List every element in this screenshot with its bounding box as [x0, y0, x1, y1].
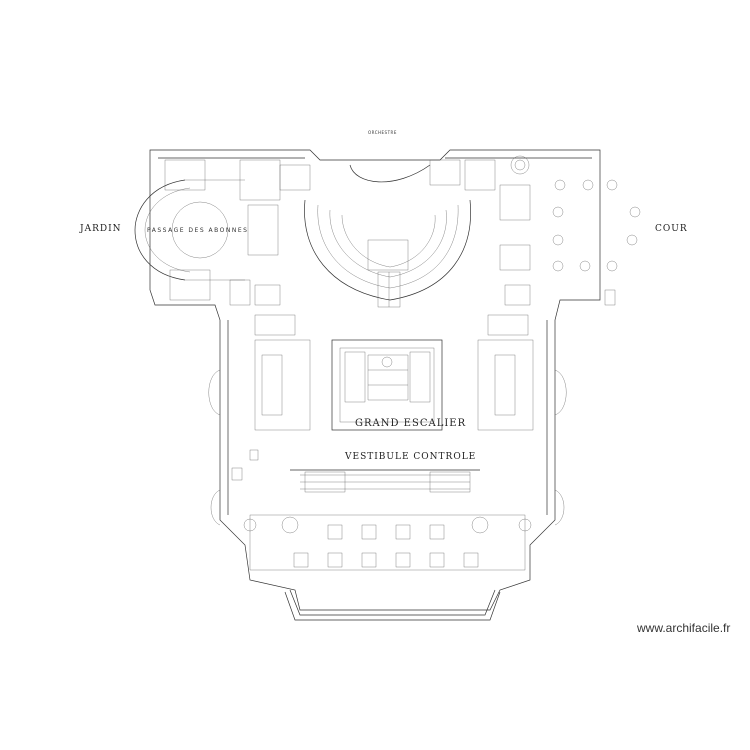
foyer-columns [243, 514, 532, 571]
vestibule [290, 469, 480, 493]
outer-walls [149, 149, 601, 621]
side-bays [208, 369, 567, 526]
cour-label: COUR [655, 224, 688, 234]
vestibule-label: VESTIBULE CONTROLE [345, 452, 477, 462]
passage-label: PASSAGE DES ABONNES [147, 227, 249, 234]
upper-right-rooms [429, 159, 531, 306]
watermark: www.archifacile.fr [637, 621, 731, 635]
orchestre-label: ORCHESTRE [368, 130, 397, 135]
upper-left-rooms [164, 159, 311, 306]
jardin-label: JARDIN [80, 224, 122, 234]
side-stair-halls [254, 314, 534, 431]
court-columns [510, 155, 641, 306]
auditorium-seating [304, 164, 471, 308]
grand-escalier-label: GRAND ESCALIER [355, 418, 467, 429]
grand-staircase-block [331, 339, 443, 431]
